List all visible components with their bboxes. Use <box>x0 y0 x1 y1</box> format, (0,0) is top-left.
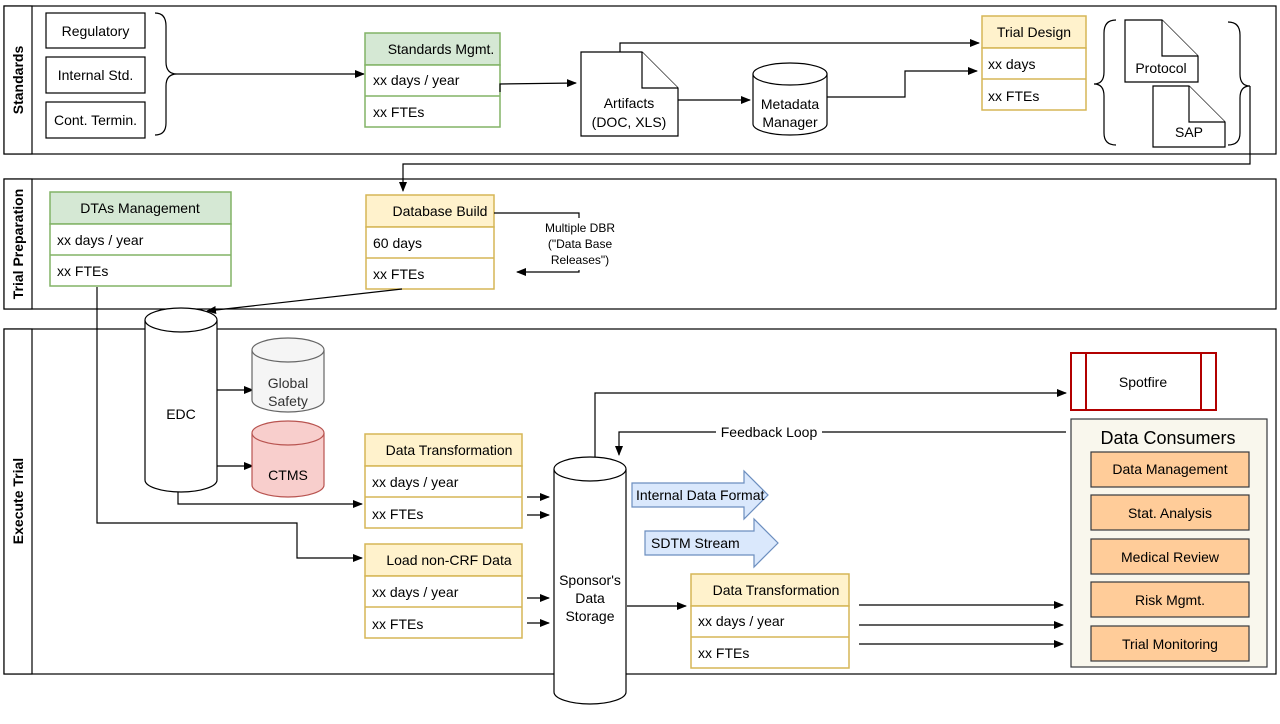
arrow-storage-to-spotfire <box>594 389 1067 457</box>
consumer-medical-review: Medical Review <box>1090 538 1250 575</box>
consumer-data-management: Data Management <box>1090 451 1250 488</box>
arrow-artifacts-to-trial-design <box>619 39 980 52</box>
input-internal-std: Internal Std. <box>45 56 146 94</box>
artifacts-line2: (DOC, XLS) <box>592 114 667 130</box>
arrow-edc-to-data-transformation <box>177 492 363 508</box>
data-consumers-title: Data Consumers <box>1100 428 1235 448</box>
input-internal-std-label: Internal Std. <box>58 67 134 83</box>
ctms-cylinder: CTMS <box>251 420 325 498</box>
ctms-label: CTMS <box>268 467 308 483</box>
database-build-box: Database Build 60 days xx FTEs <box>365 194 495 290</box>
storage-line1: Sponsor's <box>559 572 621 588</box>
consumer-stat-analysis-label: Stat. Analysis <box>1128 505 1212 521</box>
arrow-standards-to-artifacts <box>499 79 577 92</box>
input-regulatory: Regulatory <box>45 12 146 49</box>
lane-execute-trial-title: Execute Trial <box>10 458 26 544</box>
internal-data-format-label: Internal Data Format <box>636 487 764 503</box>
protocol-label: Protocol <box>1135 60 1186 76</box>
storage-line3: Storage <box>565 608 614 624</box>
lane-trial-preparation-title: Trial Preparation <box>10 189 26 299</box>
protocol-document: Protocol <box>1124 19 1199 83</box>
data-transformation-2-box: Data Transformation xx days / year xx FT… <box>690 573 850 669</box>
consumer-medical-review-label: Medical Review <box>1121 549 1220 565</box>
data-transformation-2-ftes: xx FTEs <box>698 645 749 661</box>
sap-document: SAP <box>1152 85 1226 148</box>
standards-mgmt-days: xx days / year <box>373 72 460 88</box>
standards-mgmt-ftes: xx FTEs <box>373 104 424 120</box>
dbr-note-line1: Multiple DBR <box>545 221 615 235</box>
global-safety-cylinder: Global Safety <box>251 337 325 413</box>
dtas-days: xx days / year <box>57 232 144 248</box>
feedback-loop-label: Feedback Loop <box>721 424 818 440</box>
database-build-days: 60 days <box>373 235 422 251</box>
artifacts-line1: Artifacts <box>604 95 655 111</box>
dbr-note-line3: Releases") <box>551 253 609 267</box>
internal-data-format-arrow: Internal Data Format <box>631 469 769 521</box>
sdtm-stream-label: SDTM Stream <box>651 535 740 551</box>
metadata-line1: Metadata <box>761 96 820 112</box>
edc-cylinder: EDC <box>144 307 218 493</box>
data-consumers-panel: Data Consumers Data Management Stat. Ana… <box>1070 418 1268 668</box>
sdtm-stream-arrow: SDTM Stream <box>644 517 779 569</box>
metadata-line2: Manager <box>762 114 818 130</box>
dtas-title: DTAs Management <box>80 200 200 216</box>
load-non-crf-box: Load non-CRF Data xx days / year xx FTEs <box>364 543 523 639</box>
input-cont-termin-label: Cont. Termin. <box>54 112 137 128</box>
load-non-crf-days: xx days / year <box>372 584 459 600</box>
arrow-documents-to-database-build <box>399 86 1251 192</box>
dbr-note-line2: ("Data Base <box>548 237 613 251</box>
consumer-risk-mgmt: Risk Mgmt. <box>1090 581 1250 618</box>
global-safety-line2: Safety <box>268 393 308 409</box>
edc-label: EDC <box>166 406 196 422</box>
sponsor-data-storage-cylinder: Sponsor's Data Storage <box>553 456 627 705</box>
standards-mgmt-box: Standards Mgmt. xx days / year xx FTEs <box>364 32 501 128</box>
dtas-management-box: DTAs Management xx days / year xx FTEs <box>49 191 232 287</box>
arrow-metadata-to-trial-design <box>827 67 978 98</box>
spotfire-label: Spotfire <box>1119 374 1167 390</box>
consumer-risk-mgmt-label: Risk Mgmt. <box>1135 592 1205 608</box>
input-regulatory-label: Regulatory <box>62 23 130 39</box>
metadata-manager-cylinder: Metadata Manager <box>752 62 828 136</box>
data-transformation-2-days: xx days / year <box>698 613 785 629</box>
consumer-stat-analysis: Stat. Analysis <box>1090 494 1250 531</box>
data-transformation-1-box: Data Transformation xx days / year xx FT… <box>364 433 523 529</box>
data-transformation-1-title: Data Transformation <box>386 442 513 458</box>
input-cont-termin: Cont. Termin. <box>45 101 146 139</box>
arrow-database-build-to-edc <box>206 288 403 314</box>
spotfire-box: Spotfire <box>1070 352 1217 411</box>
trial-design-box: Trial Design xx days xx FTEs <box>981 15 1087 111</box>
lane-standards-title: Standards <box>10 46 26 115</box>
database-build-ftes: xx FTEs <box>373 266 424 282</box>
consumer-data-management-label: Data Management <box>1112 461 1227 477</box>
load-non-crf-title: Load non-CRF Data <box>386 552 512 568</box>
arrow-feedback-loop <box>615 431 1066 456</box>
sap-label: SAP <box>1175 124 1203 140</box>
consumer-trial-monitoring-label: Trial Monitoring <box>1122 636 1218 652</box>
documents-left-brace <box>1093 19 1117 146</box>
global-safety-line1: Global <box>268 375 308 391</box>
data-transformation-2-title: Data Transformation <box>713 582 840 598</box>
trial-design-title: Trial Design <box>997 24 1071 40</box>
trial-design-ftes: xx FTEs <box>988 88 1039 104</box>
standards-mgmt-title: Standards Mgmt. <box>388 41 495 57</box>
consumer-trial-monitoring: Trial Monitoring <box>1090 625 1250 662</box>
dtas-ftes: xx FTEs <box>57 263 108 279</box>
trial-design-days: xx days <box>988 56 1035 72</box>
database-build-title: Database Build <box>393 203 488 219</box>
artifacts-document: Artifacts (DOC, XLS) <box>580 51 679 137</box>
arrow-dtas-to-load-non-crf <box>96 287 363 562</box>
load-non-crf-ftes: xx FTEs <box>372 616 423 632</box>
data-transformation-1-days: xx days / year <box>372 474 459 490</box>
data-transformation-1-ftes: xx FTEs <box>372 506 423 522</box>
storage-line2: Data <box>575 590 605 606</box>
